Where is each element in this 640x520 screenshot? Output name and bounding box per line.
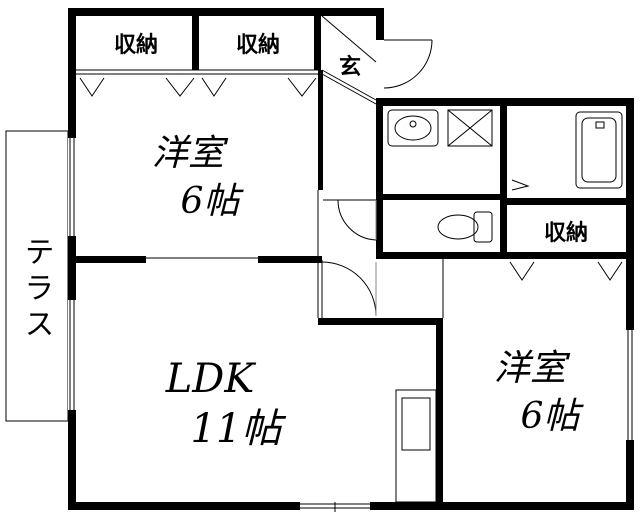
western-room-south-name: 洋室 bbox=[494, 348, 571, 389]
washbasin-icon bbox=[387, 109, 439, 147]
storage-label-3: 収納 bbox=[544, 220, 588, 246]
western-room-north-size: 6帖 bbox=[181, 181, 245, 222]
terrace-label: テラス bbox=[19, 236, 54, 344]
west-windows bbox=[68, 138, 76, 410]
east-window bbox=[626, 330, 634, 440]
south-window bbox=[300, 502, 370, 512]
interior-walls bbox=[76, 8, 634, 510]
western-room-north-name: 洋室 bbox=[152, 133, 229, 174]
door-swings bbox=[321, 199, 377, 318]
storage-label-2: 収納 bbox=[236, 32, 280, 58]
ldk-name: LDK bbox=[165, 356, 257, 402]
western-room-south-size: 6帖 bbox=[521, 396, 585, 437]
storage-door-marks bbox=[79, 77, 623, 281]
drain-icon bbox=[511, 179, 530, 191]
entrance-label: 玄 bbox=[339, 54, 361, 80]
washer-space-icon bbox=[447, 109, 493, 147]
storage-label-1: 収納 bbox=[114, 32, 158, 58]
entrance-door bbox=[383, 39, 433, 89]
ldk-size: 11帖 bbox=[191, 406, 287, 452]
kitchen-counter-icon bbox=[395, 389, 437, 503]
toilet-icon bbox=[437, 211, 493, 243]
storage-labels: 収納 収納 収納 bbox=[114, 32, 588, 246]
bathtub-icon bbox=[575, 111, 623, 189]
entrance-area bbox=[321, 15, 377, 105]
